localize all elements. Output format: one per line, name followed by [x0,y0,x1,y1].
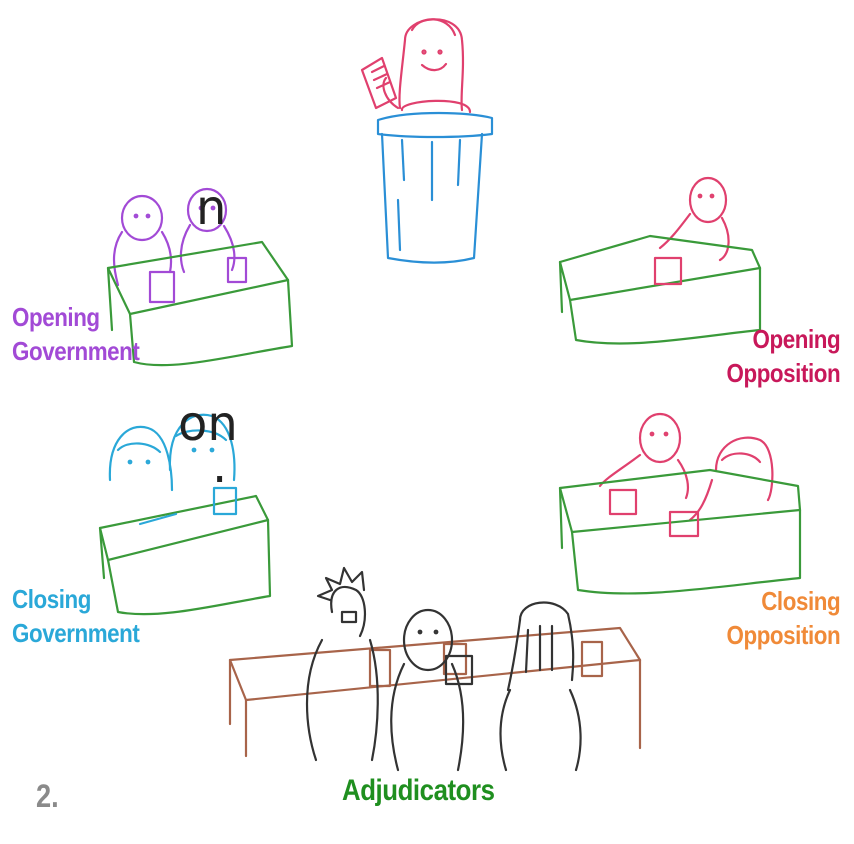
closing-opposition-label: Closing Opposition [726,584,840,652]
speech-paper [360,56,398,110]
adjudicators-label: Adjudicators [342,774,495,807]
opening-government-figures [112,187,236,287]
adjudicator-figures [305,566,582,772]
closing-opposition-figures [598,412,774,522]
closing-government-table [98,486,272,616]
label-line: Opposition [726,620,840,650]
slide-text-fragment: . [212,438,228,494]
adjudicators-desk [228,626,642,758]
label-line: Government [12,336,140,366]
closing-government-figures [108,413,236,492]
label-line: Opposition [726,358,840,388]
closing-opposition-table [558,468,802,595]
opening-government-label: Opening Government [12,300,140,368]
slide-text-fragment: n [196,180,227,236]
label-line: Closing [761,586,840,616]
opening-government-table [106,240,294,367]
page-number: 2. [36,778,59,814]
opening-opposition-label: Opening Opposition [726,322,840,390]
label-line: Opening [12,302,100,332]
speaker-figure [382,18,472,114]
podium [376,111,494,264]
label-line: Opening [752,324,840,354]
closing-government-label: Closing Government [12,582,140,650]
slide-text-fragment: on [178,396,238,452]
opening-opposition-table [558,234,762,345]
opening-opposition-figure [658,176,730,262]
label-line: Closing [12,584,91,614]
label-line: Government [12,618,140,648]
